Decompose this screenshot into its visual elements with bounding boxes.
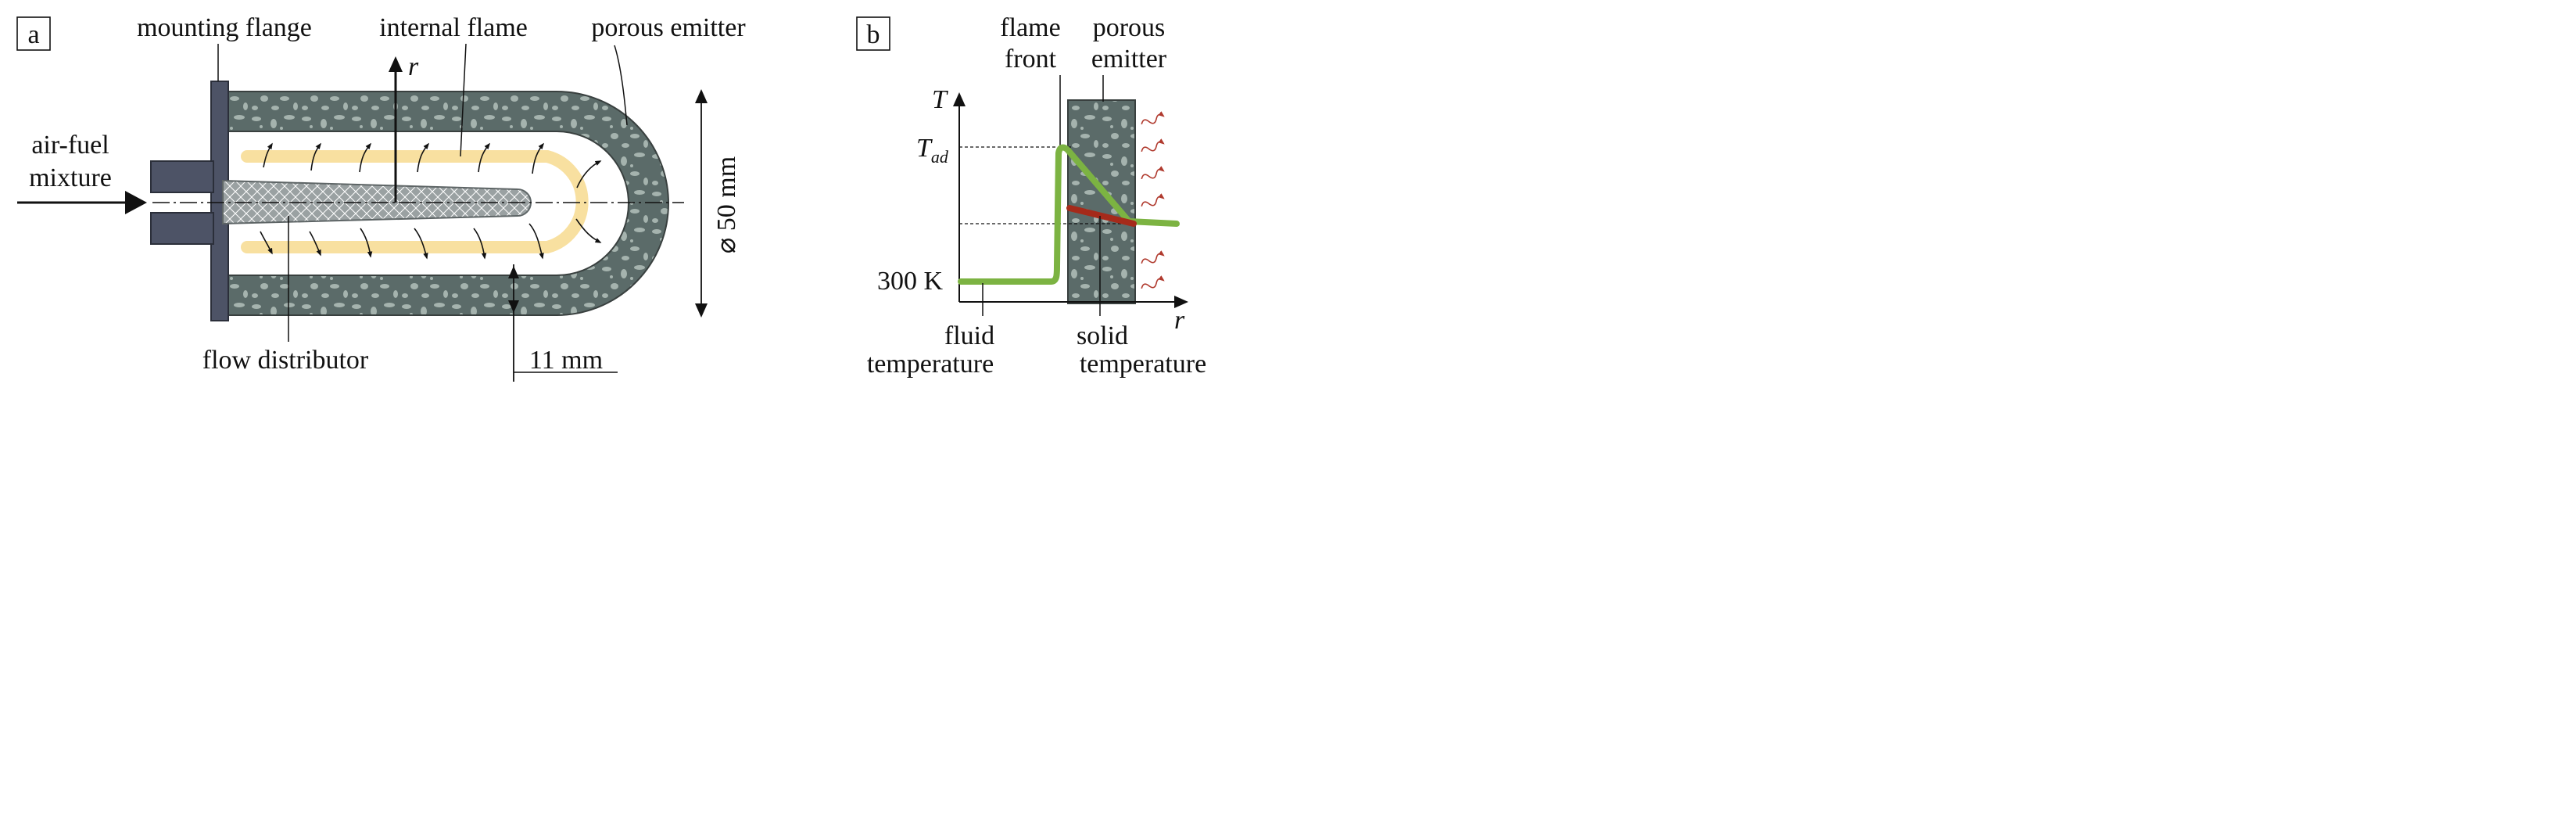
solid-temperature-curve <box>1066 205 1137 227</box>
panel-a-tag: a <box>27 20 39 49</box>
porous-emitter-slab <box>1067 99 1136 304</box>
solid-temperature-label-line1: solid <box>1077 321 1128 350</box>
r-axis-arrow-head <box>389 56 403 72</box>
flow-arrows <box>260 142 602 260</box>
internal-flame-label: internal flame <box>379 13 528 42</box>
flow-distributor-label: flow distributor <box>202 346 369 375</box>
solid-temperature-label-line2: temperature <box>1080 350 1206 379</box>
r-axis-label: r <box>408 52 419 81</box>
inlet-tube-lower <box>150 212 214 245</box>
t-300-label: 300 K <box>877 267 944 296</box>
inlet-arrow-head <box>125 191 147 214</box>
inlet-tube-upper <box>150 160 214 193</box>
r-axis-b-arrow <box>1174 296 1188 308</box>
fluid-temperature-label-line1: fluid <box>944 321 994 350</box>
panel-b-tag: b <box>867 20 880 49</box>
porous-emitter <box>222 91 669 316</box>
thickness-arrow-bottom <box>508 300 519 313</box>
flame-leader <box>460 43 467 157</box>
diameter-label: ⌀ 50 mm <box>712 156 741 253</box>
internal-flame <box>241 150 589 253</box>
flame-front-label-line2: front <box>1005 45 1057 74</box>
mounting-flange-label: mounting flange <box>137 13 312 42</box>
emitter-leader <box>614 45 628 126</box>
panel-a-tag-box <box>16 16 51 51</box>
porous-emitter-b-label-line1: porous <box>1093 13 1166 42</box>
burner-diagram: a mounting flange internal flame porous … <box>16 13 1206 382</box>
r-axis-b-label: r <box>1174 306 1185 335</box>
thickness-label: 11 mm <box>529 346 603 375</box>
panel-a: a mounting flange internal flame porous … <box>16 13 746 382</box>
thickness-arrow-top <box>508 266 519 278</box>
panel-b: b flame front porous emitter T r Tad 300… <box>856 13 1206 379</box>
diameter-arrow-top <box>695 89 708 103</box>
porous-emitter-b-label-line2: emitter <box>1091 45 1167 74</box>
t-axis-arrow <box>953 92 966 106</box>
radiation-arrows <box>1141 111 1165 289</box>
t-axis-label: T <box>932 85 948 114</box>
fluid-temperature-label-line2: temperature <box>867 350 994 379</box>
fluid-temperature-curve <box>958 144 1180 285</box>
t-ad-label: Tad <box>916 134 949 167</box>
diameter-arrow-bottom <box>695 303 708 318</box>
inlet-label-line1: air-fuel <box>31 131 109 160</box>
inlet-label-line2: mixture <box>29 163 112 192</box>
porous-emitter-label: porous emitter <box>591 13 746 42</box>
panel-b-tag-box <box>856 16 890 51</box>
flame-front-label-line1: flame <box>1000 13 1060 42</box>
